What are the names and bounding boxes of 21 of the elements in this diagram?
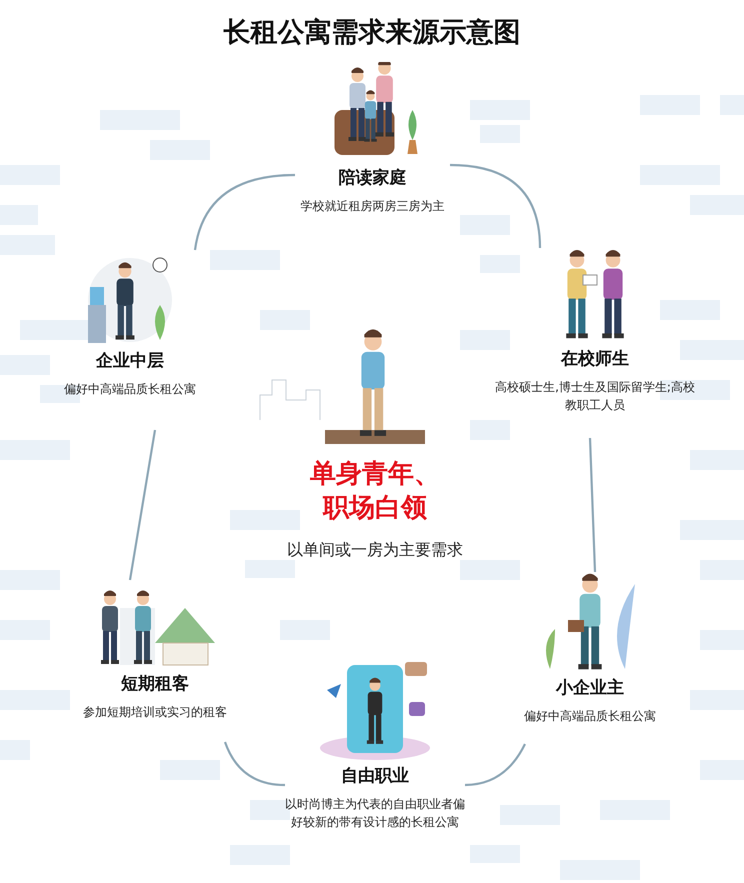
connector-arc [224, 742, 286, 786]
connector-arc [450, 164, 542, 248]
connector-arc [464, 743, 526, 786]
node-description: 高校硕士生,博士生及国际留学生;高校教职工人员 [495, 379, 695, 414]
connector-arc [194, 174, 296, 250]
connector-arc [588, 438, 596, 572]
node-heading: 陪读家庭 [338, 167, 406, 189]
node-heading: 小企业主 [556, 677, 624, 699]
node-heading: 在校师生 [561, 348, 629, 370]
node-heading: 企业中层 [96, 350, 164, 372]
node-description: 偏好中高端品质长租公寓 [524, 708, 656, 725]
node-description: 以单间或一房为主要需求 [287, 538, 463, 561]
node-heading: 自由职业 [341, 765, 409, 787]
node-heading: 短期租客 [121, 673, 189, 695]
node-description: 以时尚博主为代表的自由职业者偏好较新的带有设计感的长租公寓 [285, 796, 465, 831]
node-description: 学校就近租房两房三房为主 [300, 198, 444, 215]
node-description: 偏好中高端品质长租公寓 [64, 381, 196, 398]
node-heading: 单身青年、职场白领 [308, 458, 441, 525]
diagram-title: 长租公寓需求来源示意图 [222, 16, 522, 50]
connector-arc [128, 430, 156, 580]
node-description: 参加短期培训或实习的租客 [83, 704, 227, 721]
